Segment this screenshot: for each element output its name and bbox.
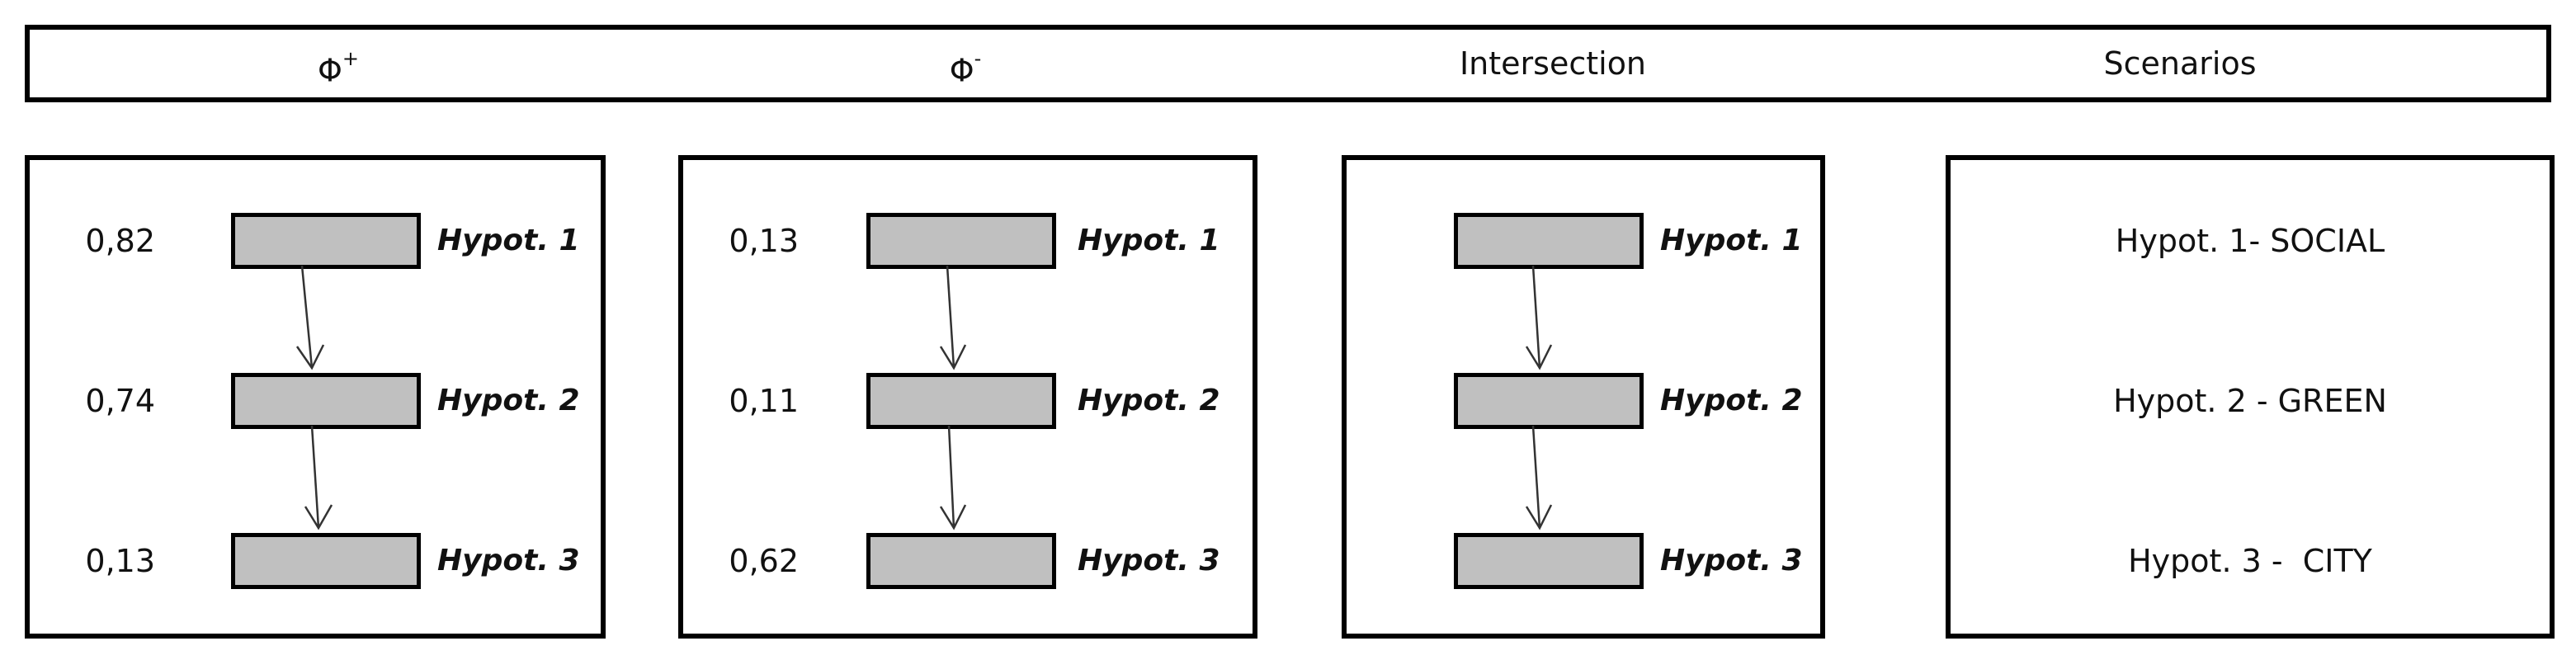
phi-plus-node-1 [231,213,421,269]
intersection-node-1 [1454,213,1644,269]
phi-minus-hypothesis-3: Hypot. 3 [1078,544,1220,578]
phi-plus-symbol: Φ [317,52,342,89]
scenario-2: Hypot. 2 - GREEN [2113,383,2387,419]
phi-minus-node-1 [866,213,1056,269]
phi-minus-value-3: 0,62 [729,543,799,579]
phi-minus-value-2: 0,11 [729,383,799,419]
phi-minus-superscript: - [974,47,982,70]
header-bar: Φ+ Φ- Intersection Scenarios [25,25,2551,102]
phi-minus-hypothesis-1: Hypot. 1 [1078,224,1220,257]
phi-plus-superscript: + [342,47,360,70]
phi-plus-node-2 [231,373,421,429]
phi-minus-symbol: Φ [949,52,974,89]
phi-plus-node-3 [231,533,421,589]
scenario-1: Hypot. 1- SOCIAL [2115,223,2385,259]
panel-phi-plus: 0,82 Hypot. 1 0,74 Hypot. 2 0,13 Hypot. … [25,155,606,639]
phi-plus-value-2: 0,74 [85,383,155,419]
intersection-node-2 [1454,373,1644,429]
scenario-3: Hypot. 3 - CITY [2128,543,2372,579]
intersection-hypothesis-2: Hypot. 2 [1660,384,1803,417]
intersection-hypothesis-1: Hypot. 1 [1660,224,1803,257]
phi-plus-hypothesis-1: Hypot. 1 [437,224,580,257]
phi-minus-node-3 [866,533,1056,589]
phi-plus-hypothesis-3: Hypot. 3 [437,544,580,578]
panel-scenarios: Hypot. 1- SOCIAL Hypot. 2 - GREEN Hypot.… [1946,155,2555,639]
panel-intersection: Hypot. 1 Hypot. 2 Hypot. 3 [1342,155,1825,639]
phi-plus-value-3: 0,13 [85,543,155,579]
phi-minus-hypothesis-2: Hypot. 2 [1078,384,1220,417]
panel-phi-minus: 0,13 Hypot. 1 0,11 Hypot. 2 0,62 Hypot. … [678,155,1257,639]
intersection-hypothesis-3: Hypot. 3 [1660,544,1803,578]
header-phi-minus: Φ- [950,30,982,97]
phi-plus-hypothesis-2: Hypot. 2 [437,384,580,417]
header-scenarios: Scenarios [2103,45,2257,82]
header-intersection: Intersection [1459,45,1647,82]
phi-minus-value-1: 0,13 [729,223,799,259]
phi-plus-value-1: 0,82 [85,223,155,259]
phi-minus-node-2 [866,373,1056,429]
header-phi-plus: Φ+ [318,30,359,97]
intersection-node-3 [1454,533,1644,589]
